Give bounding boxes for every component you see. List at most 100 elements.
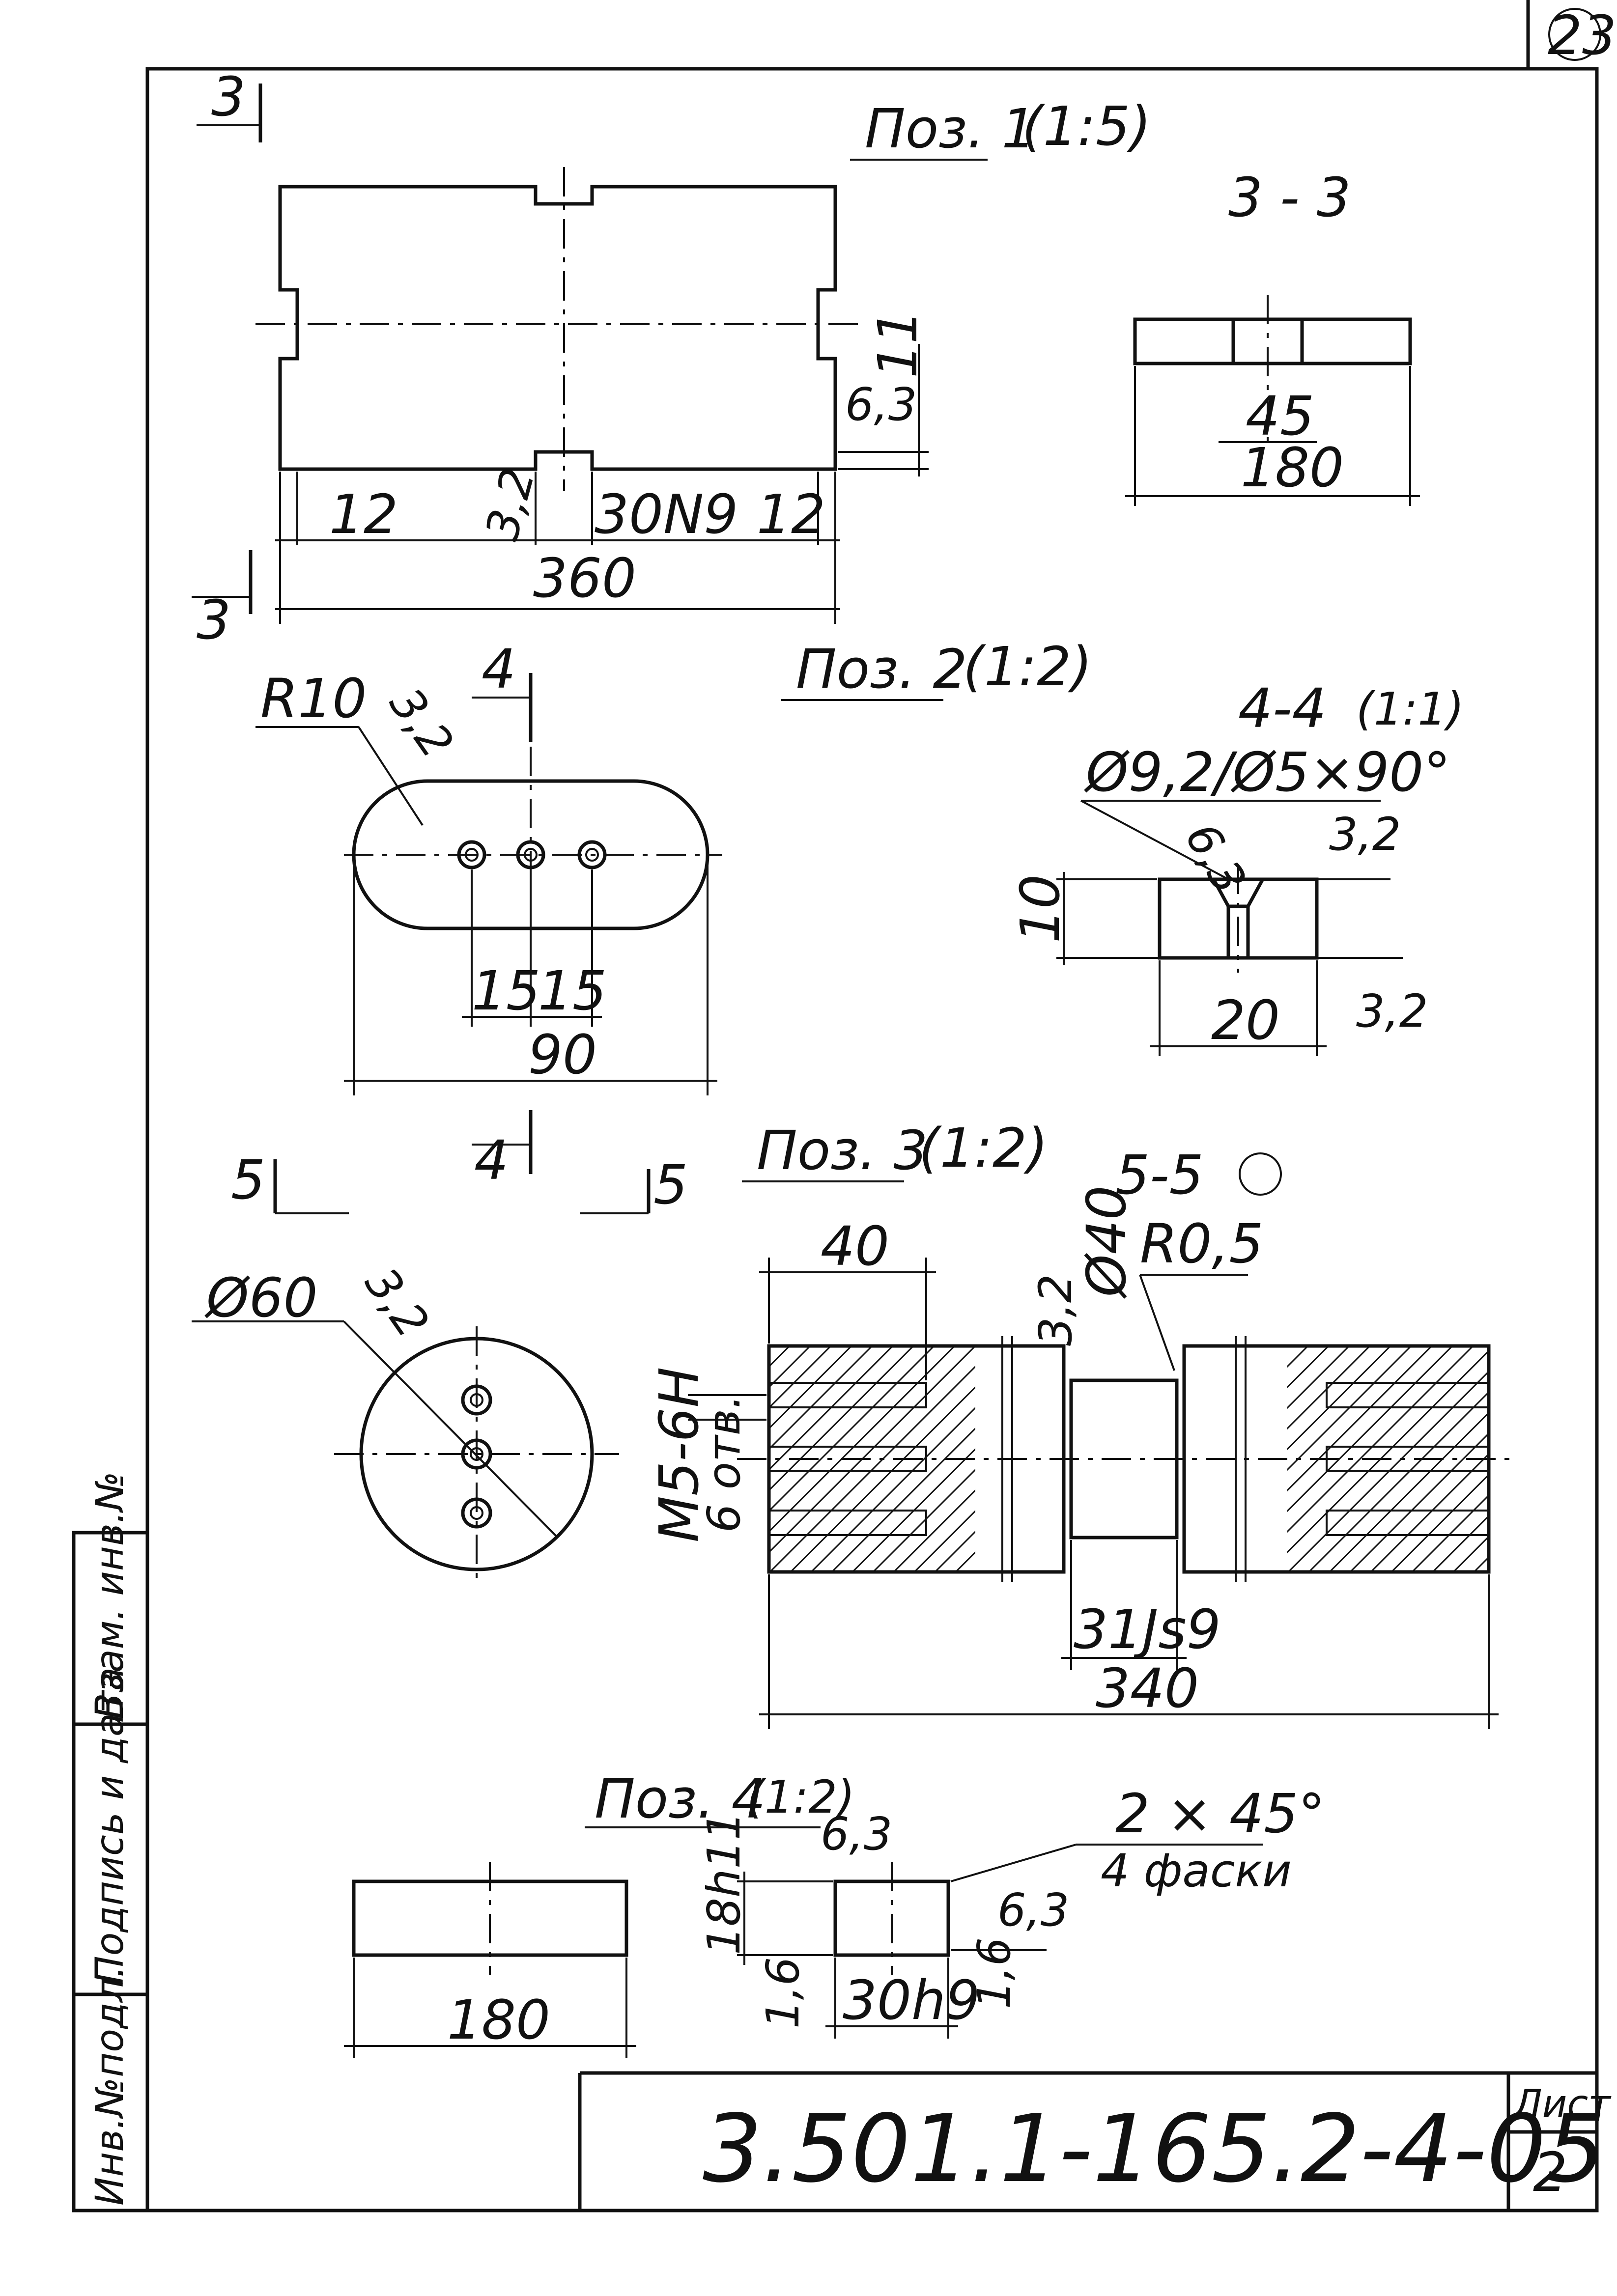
pos1-dim-overall: 360 xyxy=(533,547,636,610)
pos2-rough-bottom: 3,2 xyxy=(1356,985,1428,1037)
pos3-face-hole-inner xyxy=(470,1393,483,1407)
pos1-dim-left: 12 xyxy=(329,483,398,546)
pos4-scale: (1:2) xyxy=(747,1771,855,1823)
pos2-hole xyxy=(516,840,545,869)
pos1-sec-dim-slot: 45 xyxy=(1246,385,1314,448)
pos3-tapped-hole xyxy=(768,1510,927,1536)
hatch-line xyxy=(893,1489,975,1572)
hatch-line xyxy=(1287,1346,1350,1409)
pos2-hole-inner xyxy=(524,848,538,862)
pos4-chamfer-note: 4 фаски xyxy=(1101,1845,1292,1897)
pos2-view: Поз. 2 (1:2) R10 3,2 4 15 15 90 xyxy=(255,635,1464,1095)
sheet-frame xyxy=(145,67,1599,2212)
pos2-section-label-top: 4 xyxy=(482,638,516,700)
pos4-rough-c: 1,6 xyxy=(757,1957,809,2029)
pos3-section-finish-mark xyxy=(1239,1152,1282,1196)
pos3-rough-face: 3,2 xyxy=(355,1258,439,1347)
pos1-rough-a: 3,2 xyxy=(476,463,545,546)
pos2-hole xyxy=(457,840,486,869)
pos1-section-label-top: 3 xyxy=(211,65,246,128)
pos2-hole-leader xyxy=(1080,800,1229,880)
pos2-dim-thick: 10 xyxy=(1009,874,1072,943)
pos2-dim-hole: Ø9,2/Ø5×90° xyxy=(1084,741,1450,804)
pos4-rough-a: 6,3 xyxy=(821,1808,892,1860)
sheet-number-top: 23 xyxy=(1548,4,1617,67)
pos2-dim-pitch-a: 15 xyxy=(472,959,540,1022)
pos2-rough: 3,2 xyxy=(379,678,464,767)
pos4-chamfer: 2 × 45° xyxy=(1115,1782,1325,1845)
pos3-face-hole xyxy=(461,1384,492,1416)
pos3-dim-dia-face: Ø60 xyxy=(204,1266,318,1329)
pos2-section-label-bottom: 4 xyxy=(474,1129,509,1192)
pos3-face-hole-inner xyxy=(470,1447,483,1461)
pos1-scale: (1:5) xyxy=(1022,95,1151,158)
pos3-dim-neck-dia: Ø40 xyxy=(1075,1185,1138,1299)
pos3-scale: (1:2) xyxy=(919,1117,1048,1179)
pos3-dim-neck-len: 31Js9 xyxy=(1074,1598,1221,1661)
pos4-rough-d: 1,6 xyxy=(968,1937,1021,2009)
side-stamp-labels: Инв.№подл. Подпись и дата Взам. инв.№ xyxy=(88,1471,132,2206)
pos2-radius-leader2 xyxy=(358,726,424,826)
pos2-rough-hole: 6,3 xyxy=(1175,814,1256,903)
pos3-tapped-hole xyxy=(768,1382,927,1408)
pos3-face-hole-inner xyxy=(470,1506,483,1520)
side-stamp xyxy=(72,1531,149,2212)
hatch-line xyxy=(913,1510,975,1572)
pos2-holes xyxy=(457,840,607,869)
pos4-view: Поз. 4 (1:2) 180 18h11 30h9 6,3 6,3 1,6 … xyxy=(344,1767,1325,2058)
pos2-title: Поз. 2 xyxy=(796,638,967,700)
pos3-face-holes xyxy=(461,1384,492,1529)
sheet-number-circle xyxy=(1548,8,1601,61)
pos3-dim-length: 340 xyxy=(1096,1657,1199,1720)
pos1-title: Поз. 1 xyxy=(865,97,1036,160)
pos3-section-title: 5-5 xyxy=(1115,1144,1204,1206)
pos3-dim-thread: M5-6H xyxy=(648,1367,710,1542)
pos3-dia-leader xyxy=(343,1320,559,1539)
pos3-tapped-hole xyxy=(768,1446,927,1472)
pos2-dim-pitch-b: 15 xyxy=(538,959,607,1022)
hatch-line xyxy=(934,1530,975,1572)
sheet-label: Лист xyxy=(1512,2082,1612,2127)
pos2-hole xyxy=(577,840,607,869)
pos2-hole-inner xyxy=(585,848,599,862)
pos2-rough-top: 3,2 xyxy=(1329,808,1401,861)
pos3-tapped-holes-left xyxy=(768,1382,927,1536)
sheet-value: 2 xyxy=(1533,2141,1567,2204)
pos4-dim-height: 18h11 xyxy=(698,1812,750,1955)
pos1-dim-depth: 11 xyxy=(866,309,929,378)
pos3-dim-holes: 6 отв. xyxy=(698,1395,750,1533)
pos2-dim-length: 90 xyxy=(528,1023,597,1086)
pos1-section-label-bottom: 3 xyxy=(197,588,231,651)
pos1-dim-right: 12 xyxy=(757,483,825,546)
pos2-dim-radius: R10 xyxy=(260,667,367,730)
pos4-dim-width: 30h9 xyxy=(843,1969,980,2032)
title-block: 3.501.1-165.2-4-05 Лист 2 xyxy=(578,2071,1612,2211)
pos1-rough-b: 6,3 xyxy=(845,378,917,431)
pos3-tapped-hole xyxy=(1326,1382,1490,1408)
pos2-section-title: 4-4 xyxy=(1238,677,1327,740)
pos3-rough-neck: 3,2 xyxy=(1029,1274,1082,1346)
pos3-face-hole xyxy=(461,1497,492,1529)
pos3-dim-fillet: R0,5 xyxy=(1140,1212,1263,1275)
pos2-dim-width: 20 xyxy=(1211,989,1280,1052)
pos2-scale: (1:2) xyxy=(963,635,1092,698)
pos1-dim-slot: 30N9 xyxy=(595,483,738,546)
pos3-section-label-right: 5 xyxy=(653,1153,688,1216)
pos4-dim-length: 180 xyxy=(447,1988,550,2051)
pos1-section-body xyxy=(1133,317,1412,365)
pos1-body-outline xyxy=(278,185,837,471)
pos2-hole-inner xyxy=(465,848,479,862)
pos1-sec-dim-len: 180 xyxy=(1241,436,1344,499)
pos1-view: Поз. 1 (1:5) 3 3 360 12 12 30N9 3,2 6,3 … xyxy=(192,65,1420,651)
pos3-fillet-leader2 xyxy=(1139,1274,1175,1371)
pos3-tapped-hole xyxy=(1326,1510,1490,1536)
pos3-dim-thread-depth: 40 xyxy=(821,1215,889,1278)
pos3-title: Поз. 3 xyxy=(757,1119,928,1182)
pos4-title: Поз. 4 xyxy=(595,1767,766,1830)
pos4-chamfer-leader xyxy=(950,1844,1077,1882)
pos1-section-title: 3 - 3 xyxy=(1228,166,1351,229)
stamp-sign-date: Подпись и дата xyxy=(88,1667,132,1985)
pos2-section-scale: (1:1) xyxy=(1356,683,1464,735)
drawing-designation: 3.501.1-165.2-4-05 xyxy=(703,2095,1605,2203)
